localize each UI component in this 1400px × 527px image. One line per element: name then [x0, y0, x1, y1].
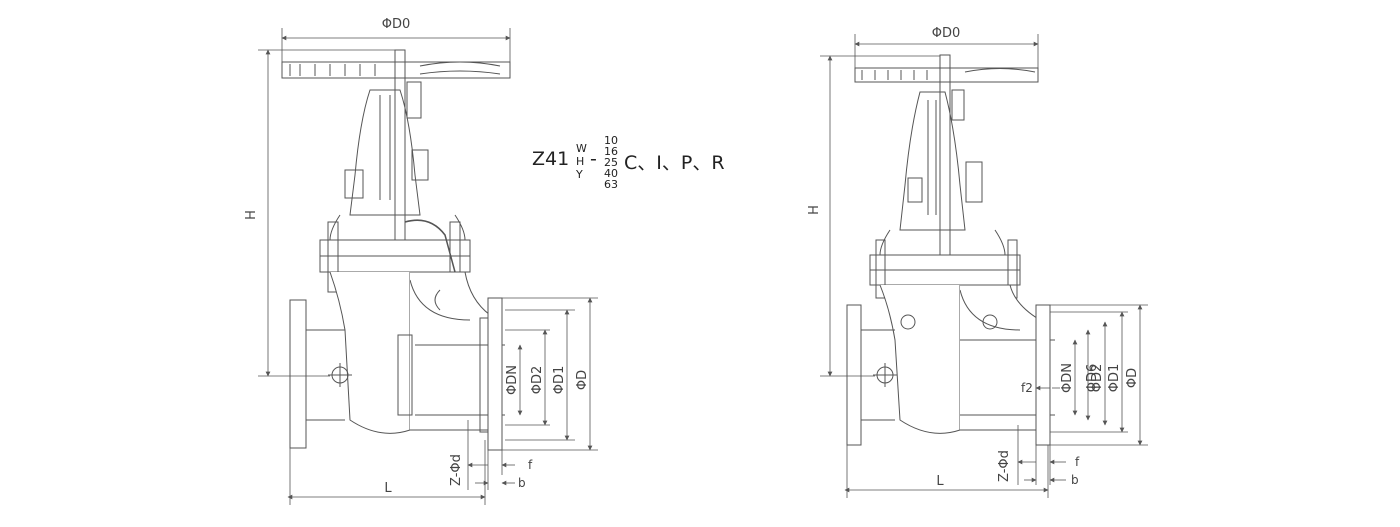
model-code-suffix: C、I、P、R [624, 152, 725, 174]
pressure-option: 25 [604, 156, 618, 169]
right-label-d6: ΦD6 [1085, 364, 1100, 393]
pressure-option: 10 [604, 134, 618, 147]
left-label-d1: ΦD1 [552, 366, 567, 395]
right-outlet-flange [1035, 304, 1051, 446]
left-inlet-flange [289, 299, 352, 449]
left-label-f: f [528, 458, 533, 472]
right-dimensions [820, 34, 1148, 498]
pressure-option: 40 [604, 167, 618, 180]
left-label-height: H [244, 210, 259, 220]
material-option: Y [576, 168, 583, 181]
model-code-separator: - [590, 148, 597, 170]
left-label-d2: ΦD2 [530, 366, 545, 395]
right-label-top-dia: ΦD0 [932, 26, 961, 41]
right-label-b: b [1071, 473, 1079, 487]
right-label-d2: ΦD2 [1090, 364, 1105, 393]
left-label-length: L [384, 481, 392, 496]
left-dimensions [258, 28, 598, 505]
right-label-d: ΦD [1125, 368, 1140, 388]
right-label-d1: ΦD1 [1107, 364, 1122, 393]
right-label-length: L [936, 474, 944, 489]
left-label-bolts: Z-Φd [449, 454, 464, 486]
pressure-option: 63 [604, 178, 618, 191]
right-dimension-labels: ΦD0 H f2 ΦDN ΦD6 ΦD2 ΦD1 ΦD Z-Φd f b L [807, 26, 1140, 489]
right-label-f: f [1075, 455, 1080, 469]
left-label-b: b [518, 476, 526, 490]
model-code-prefix: Z41 [532, 148, 570, 170]
right-inlet-flange [846, 304, 897, 446]
model-code: Z41 W H Y - 10 16 25 40 63 C、I、P、R [532, 128, 732, 198]
left-outlet-flange [479, 297, 503, 451]
right-handwheel [854, 67, 1039, 83]
left-dimension-labels: ΦD0 H ΦDN ΦD2 ΦD1 ΦD Z-Φd f b L [244, 17, 590, 496]
right-bonnet [869, 229, 1021, 299]
right-body [879, 284, 1055, 434]
right-label-bolts: Z-Φd [997, 450, 1012, 482]
left-label-top-dia: ΦD0 [382, 17, 411, 32]
left-valve-drawing [258, 28, 598, 505]
left-bonnet [319, 214, 471, 293]
left-handwheel [281, 61, 511, 79]
left-label-d: ΦD [575, 370, 590, 390]
material-option: H [576, 155, 585, 168]
material-option: W [576, 142, 587, 155]
right-valve-drawing [820, 34, 1148, 498]
right-label-dn: ΦDN [1060, 363, 1075, 393]
right-label-f2: f2 [1021, 381, 1033, 395]
left-label-dn: ΦDN [505, 365, 520, 395]
left-body [329, 271, 505, 434]
pressure-option: 16 [604, 145, 618, 158]
right-label-height: H [807, 205, 822, 215]
